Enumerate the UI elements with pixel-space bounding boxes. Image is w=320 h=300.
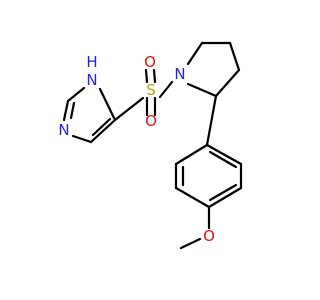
- bond-n-ca: [186, 41, 204, 66]
- atom-s-sulfonyl: S: [146, 81, 156, 99]
- bond-o-methyl: [179, 237, 202, 250]
- bond-s-n-pyrrolidine: [158, 80, 174, 99]
- bond-c2-n3-double: [69, 101, 76, 120]
- ring-bond-3: [207, 186, 243, 209]
- bond-c5-s: [113, 96, 145, 122]
- bond-n1-c2: [66, 86, 86, 103]
- atom-n-imidazole-nh: N: [86, 71, 97, 89]
- atom-n-imidazole-n3: N: [58, 121, 69, 139]
- ring-bond-3-inner: [208, 183, 238, 202]
- atom-o-sulfonyl-top: O: [144, 53, 156, 71]
- ring-bond-1: [205, 143, 243, 166]
- bond-c5-n1: [98, 87, 117, 122]
- ring-bond-6: [174, 143, 209, 166]
- sulfonyl-group: [113, 68, 174, 122]
- bond-s-o-top-b: [152, 68, 157, 84]
- ring-bond-1-inner: [208, 150, 238, 169]
- bond-cc-cd: [214, 68, 241, 98]
- bond-s-o-top-a: [144, 68, 149, 84]
- bond-cb-cc: [228, 41, 241, 72]
- bond-cd-n: [186, 82, 218, 98]
- imidazole-ring: [62, 86, 117, 144]
- molecule-structure: N H N S O O N O: [58, 41, 243, 250]
- methoxyphenyl-group: [174, 94, 243, 250]
- atom-o-sulfonyl-bottom: O: [145, 112, 157, 130]
- atom-h-imidazole-nh: H: [86, 53, 97, 71]
- pyrrolidine-ring: [186, 41, 241, 98]
- bond-c2-n3: [62, 99, 70, 122]
- atom-labels: N H N S O O N O: [58, 53, 215, 245]
- bond-c4-c5: [89, 118, 117, 144]
- atom-n-pyrrolidine: N: [174, 65, 185, 83]
- bond-cd-aryl: [205, 94, 218, 147]
- bond-c4-c5-double: [91, 117, 112, 137]
- atom-o-methoxy: O: [203, 227, 215, 245]
- ring-bond-4: [174, 186, 211, 209]
- bond-n3-c4: [71, 134, 93, 144]
